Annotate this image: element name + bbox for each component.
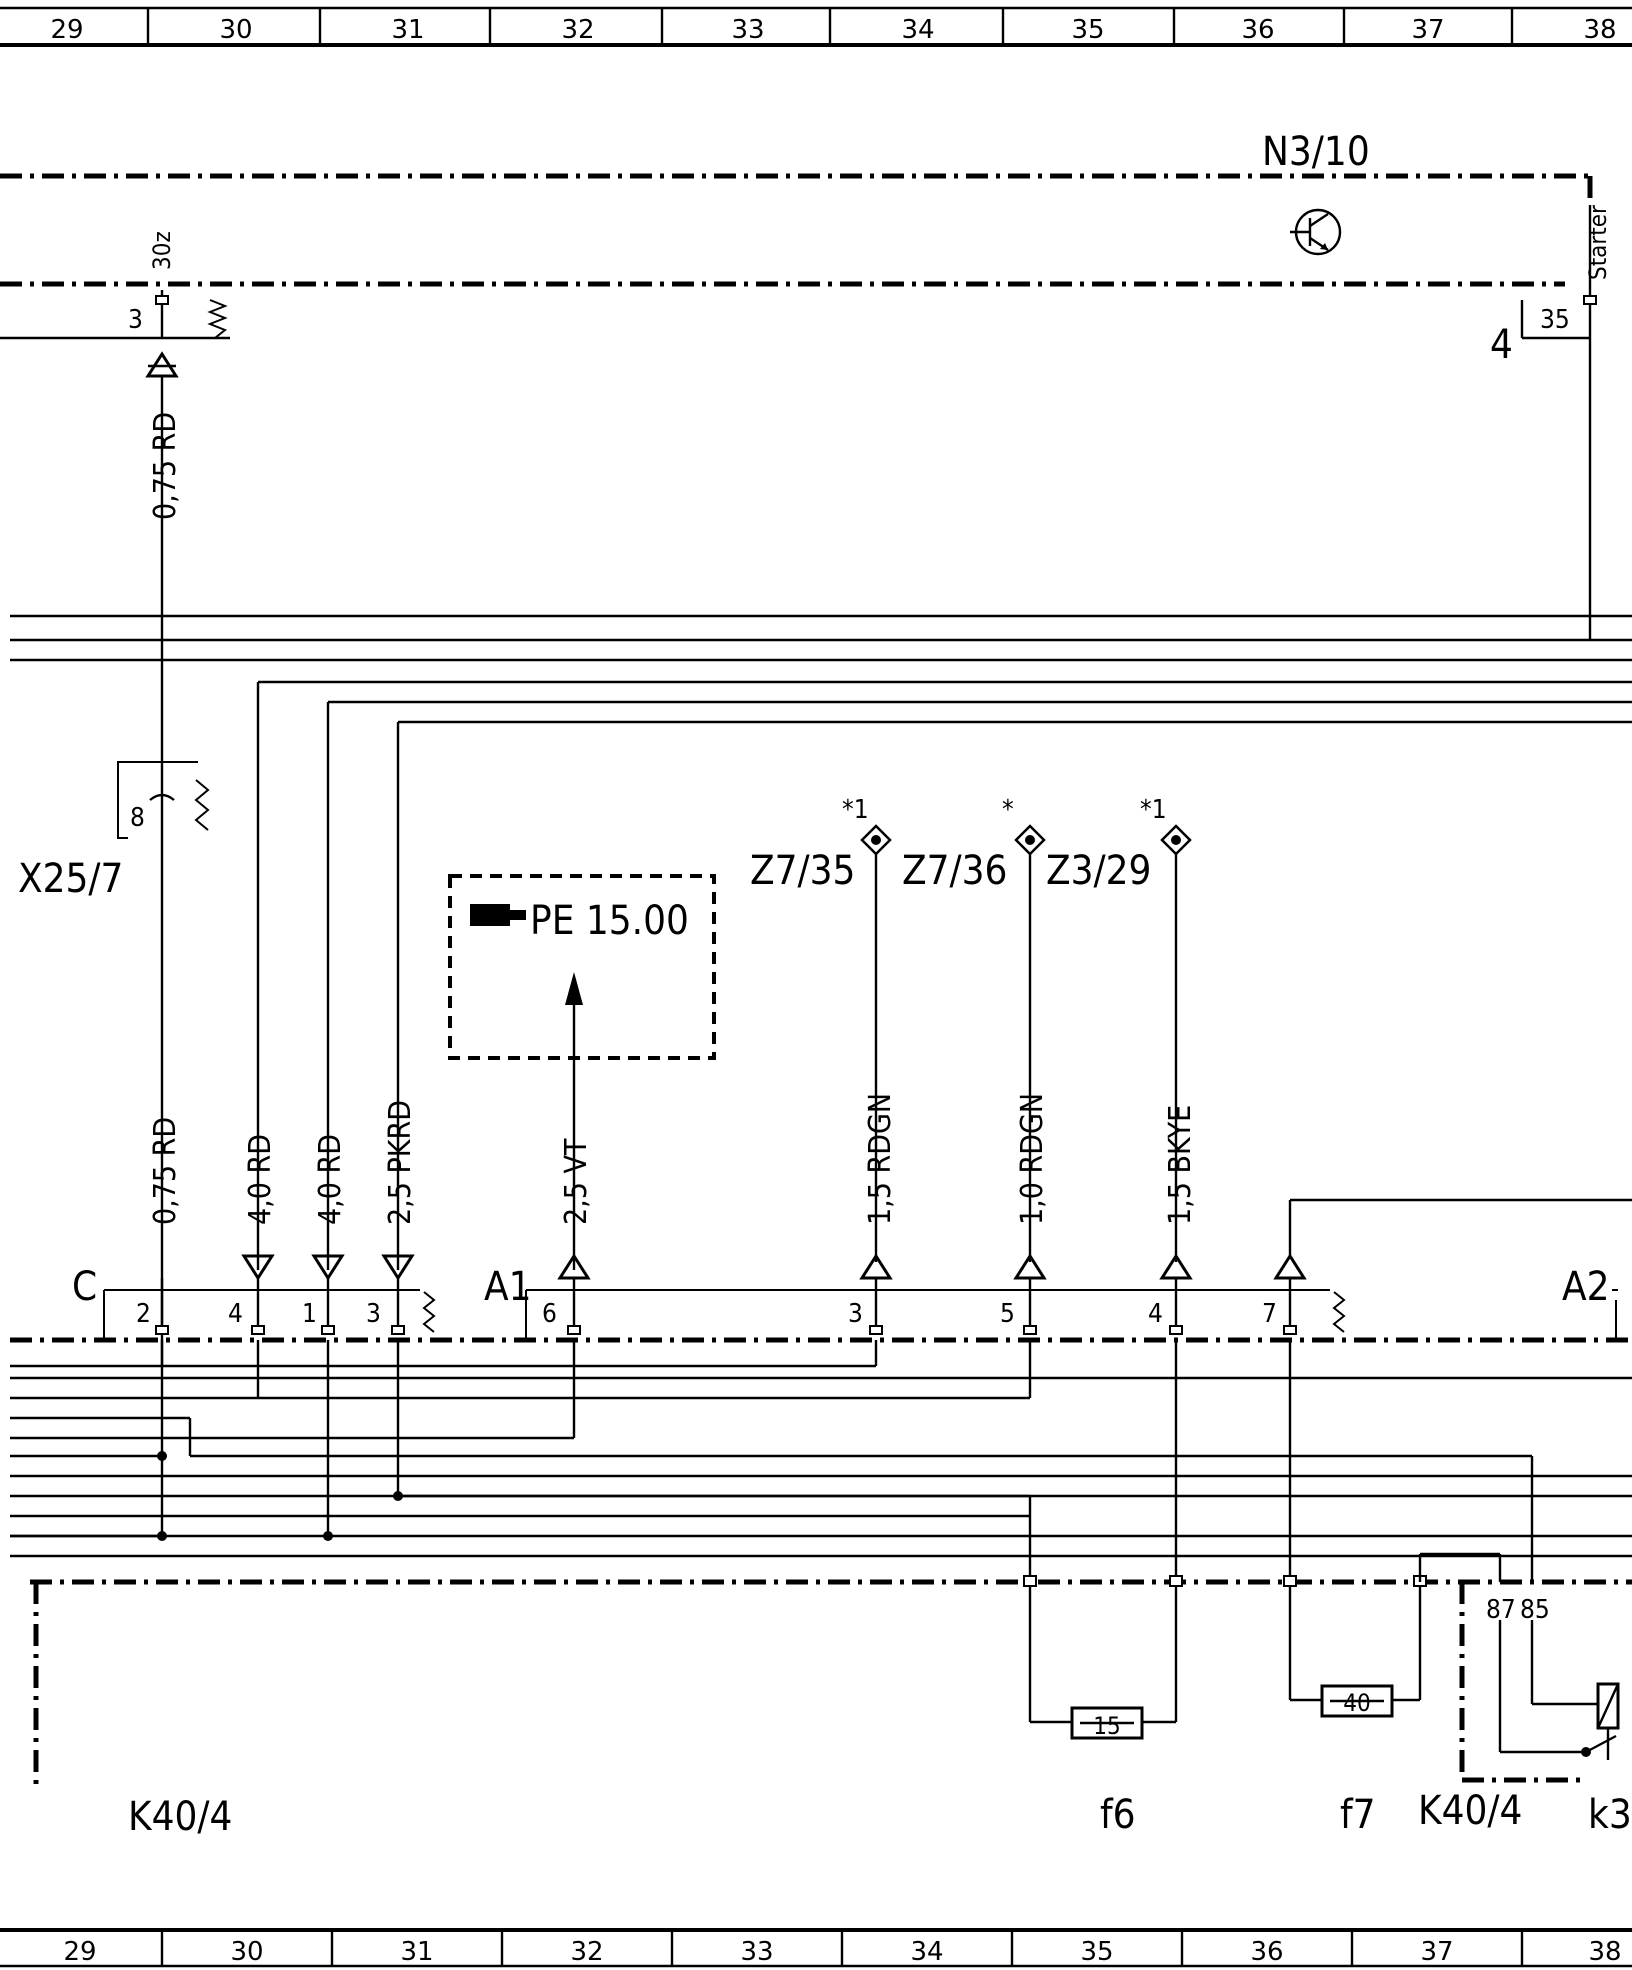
z7-35-label: Z7/35 (750, 848, 855, 894)
ruler-top-33: 33 (731, 15, 764, 45)
k3-label: k3 (1588, 1792, 1632, 1838)
pin-terminals (155, 1325, 1297, 1335)
pin-3-n3: 3 (128, 305, 143, 335)
bus-wiring (10, 1340, 1632, 1582)
ruler-bottom-34: 34 (910, 1937, 943, 1967)
wire-label-1-5-bkye: 1,5 BKYE (1163, 1105, 1198, 1225)
k40-4-right-label: K40/4 (1418, 1788, 1522, 1834)
ruler-bottom-33: 33 (740, 1937, 773, 1967)
conn-c-label: C (72, 1264, 97, 1310)
ruler-top-37: 37 (1411, 15, 1444, 45)
ruler-bottom-37: 37 (1420, 1937, 1453, 1967)
z7-36-star: * (1002, 795, 1014, 825)
z3-29-splice: Z3/29 *1 (1046, 795, 1192, 1262)
fuse-f6-rating: 15 (1093, 1712, 1120, 1740)
fuse-area: 15 f6 40 f7 87 85 K40/4 k3 (1023, 1552, 1632, 1838)
z7-36-splice: Z7/36 * (902, 795, 1046, 1262)
pointing-hand-icon (470, 904, 526, 926)
pin-c-3: 3 (366, 1299, 381, 1329)
x25-7-label: X25/7 (18, 856, 123, 902)
ruler-bottom-35: 35 (1080, 1937, 1113, 1967)
ruler-top-36: 36 (1241, 15, 1274, 45)
pin-a1-7: 7 (1262, 1299, 1277, 1329)
conn-a2-label: A2 (1562, 1264, 1610, 1310)
conn-a1-label: A1 (484, 1264, 532, 1310)
pin-4-n3: 4 (1490, 322, 1513, 368)
reference-text: PE 15.00 (530, 898, 689, 944)
ruler-bottom-38: 38 (1588, 1937, 1621, 1967)
wire-label-2-5-pkrd: 2,5 PKRD (383, 1100, 418, 1225)
n3-10-control-unit: N3/10 Starter 30z 3 35 4 (0, 129, 1612, 640)
ruler-bottom-29: 29 (63, 1937, 96, 1967)
ruler-top-35: 35 (1071, 15, 1104, 45)
pin-c-2: 2 (136, 1299, 151, 1329)
k40-4-left-label: K40/4 (128, 1794, 232, 1840)
reference-box: PE 15.00 (448, 874, 716, 1270)
fuse-f7-rating: 40 (1343, 1689, 1370, 1717)
pin-a1-3: 3 (848, 1299, 863, 1329)
pin-a1-5: 5 (1000, 1299, 1015, 1329)
connector-arrows (160, 1198, 1632, 1330)
wire-label-4-0-rd-b: 4,0 RD (313, 1134, 348, 1225)
ruler-top-34: 34 (901, 15, 934, 45)
pin-a1-6: 6 (542, 1299, 557, 1329)
pin-35-n3: 35 (1540, 305, 1570, 335)
wire-label-2-5-vt: 2,5 VT (559, 1138, 594, 1225)
wire-label-4-0-rd-a: 4,0 RD (243, 1134, 278, 1225)
z7-35-splice: Z7/35 *1 (750, 795, 892, 1262)
z3-29-star: *1 (1140, 795, 1167, 825)
ruler-top-32: 32 (561, 15, 594, 45)
wire-trunk (10, 614, 1632, 1270)
f6-label: f6 (1100, 1792, 1136, 1838)
ruler-bottom-30: 30 (230, 1937, 263, 1967)
pin-30z: 30z (148, 231, 176, 270)
ruler-top-31: 31 (391, 15, 424, 45)
pin-c-4: 4 (228, 1299, 243, 1329)
wire-label-0-75-rd: 0,75 RD (148, 1117, 183, 1225)
z7-35-star: *1 (842, 795, 869, 825)
pin-c-1: 1 (302, 1299, 317, 1329)
wire-label-1-0-rdgn: 1,0 RDGN (1015, 1093, 1050, 1225)
z7-36-label: Z7/36 (902, 848, 1007, 894)
connector-a1: A1 6 3 5 4 7 (484, 1264, 1346, 1338)
ruler-top-30: 30 (219, 15, 252, 45)
ruler-bottom-31: 31 (400, 1937, 433, 1967)
bottom-ruler: 29 30 31 32 33 34 35 36 37 38 (0, 1928, 1632, 1968)
top-ruler: 29 30 31 32 33 34 35 36 37 38 (0, 6, 1632, 47)
x25-7-connector: 8 X25/7 (18, 761, 210, 902)
ruler-bottom-36: 36 (1250, 1937, 1283, 1967)
n3-10-label: N3/10 (1262, 129, 1370, 175)
starter-label: Starter (1584, 205, 1612, 280)
ruler-top-29: 29 (50, 15, 83, 45)
wire-label-1-5-rdgn: 1,5 RDGN (863, 1093, 898, 1225)
wire-label-0-75-rd-top: 0,75 RD (148, 412, 183, 520)
pin-relay-85: 85 (1520, 1595, 1550, 1625)
ruler-bottom-32: 32 (570, 1937, 603, 1967)
connector-c: C 2 4 1 3 (72, 1264, 436, 1338)
ruler-top-38: 38 (1583, 15, 1616, 45)
transistor-icon (1290, 208, 1342, 256)
f7-label: f7 (1340, 1792, 1376, 1838)
pin-a1-4: 4 (1148, 1299, 1163, 1329)
pin-8-x25: 8 (130, 803, 145, 833)
z3-29-label: Z3/29 (1046, 848, 1151, 894)
connector-a2: A2 (1562, 1264, 1618, 1338)
